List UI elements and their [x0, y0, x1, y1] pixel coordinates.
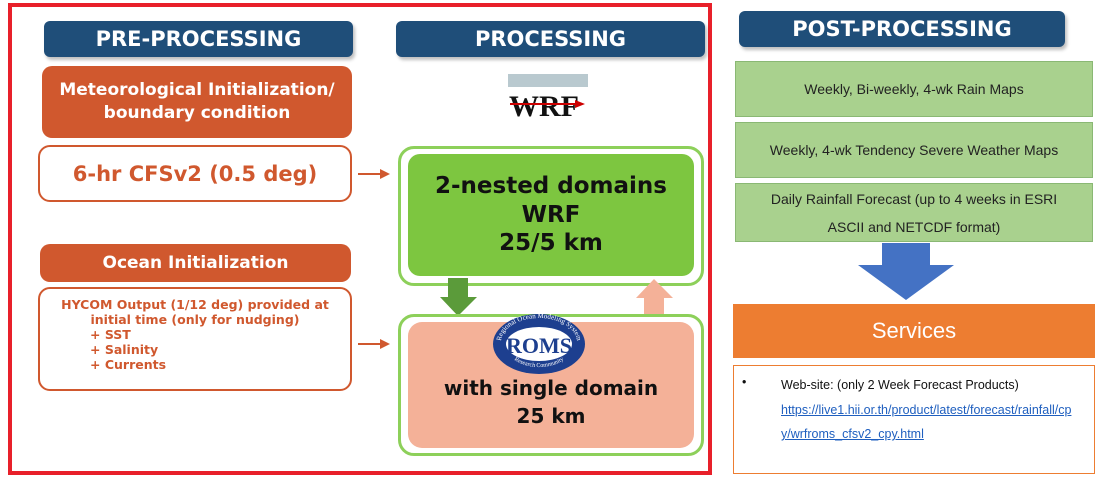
post-item-rain-maps: Weekly, Bi-weekly, 4-wk Rain Maps	[735, 61, 1093, 117]
met-title-line-1: Meteorological Initialization/	[59, 80, 335, 101]
cfsv2-input-box: 6-hr CFSv2 (0.5 deg)	[38, 145, 352, 202]
hycom-item-sst: + SST	[90, 327, 131, 342]
website-label: Web-site: (only 2 Week Forecast Products…	[781, 378, 1019, 392]
roms-to-wrf-arrow	[636, 279, 673, 317]
hycom-to-roms-arrow	[358, 339, 390, 349]
wrf-logo: WRF	[508, 74, 588, 123]
post-item-severe-weather-maps: Weekly, 4-wk Tendency Severe Weather Map…	[735, 122, 1093, 178]
cfs-to-wrf-arrow	[358, 169, 390, 179]
services-title: Services	[871, 318, 957, 343]
roms-line-2: 25 km	[516, 404, 586, 428]
hycom-line-1: HYCOM Output (1/12 deg) provided at	[61, 297, 329, 312]
processing-header-text: PROCESSING	[474, 27, 627, 51]
cfsv2-text: 6-hr CFSv2 (0.5 deg)	[72, 161, 318, 186]
roms-domain-box: with single domain 25 km	[408, 322, 694, 448]
website-link[interactable]: https://live1.hii.or.th/product/latest/f…	[781, 398, 1091, 446]
meteorological-init-box: Meteorological Initialization/ boundary …	[42, 66, 352, 138]
post-item-3-line-2: ASCII and NETCDF format)	[827, 218, 1001, 235]
pre-processing-header: PRE-PROCESSING	[44, 21, 353, 57]
wrf-logo-text: WRF	[509, 90, 579, 123]
bullet-icon: •	[742, 375, 747, 389]
hycom-input-box: HYCOM Output (1/12 deg) provided at init…	[38, 287, 352, 391]
roms-text-block: with single domain 25 km	[408, 374, 694, 430]
ocean-init-title: Ocean Initialization	[102, 253, 289, 273]
post-processing-header: POST-PROCESSING	[739, 11, 1065, 47]
ocean-init-box: Ocean Initialization	[40, 244, 351, 282]
hycom-line-2: initial time (only for nudging)	[90, 312, 300, 327]
website-box: • Web-site: (only 2 Week Forecast Produc…	[733, 365, 1095, 474]
wrf-to-roms-arrow	[440, 278, 477, 316]
post-item-1-text: Weekly, Bi-weekly, 4-wk Rain Maps	[804, 80, 1024, 97]
wrf-domain-box: 2-nested domains WRF 25/5 km	[408, 154, 694, 276]
post-item-3-line-1: Daily Rainfall Forecast (up to 4 weeks i…	[770, 190, 1058, 207]
pre-processing-header-text: PRE-PROCESSING	[95, 27, 302, 51]
wrf-line-2: WRF	[521, 201, 581, 228]
roms-logo: ROMS Regional Ocean Modeling System Rese…	[493, 312, 585, 374]
preprocessing-processing-frame	[8, 3, 712, 475]
services-box: Services	[733, 304, 1095, 358]
post-item-daily-rainfall: Daily Rainfall Forecast (up to 4 weeks i…	[735, 183, 1093, 242]
website-link-line-1[interactable]: https://live1.hii.or.th/product/latest/f…	[781, 403, 1072, 417]
post-processing-header-text: POST-PROCESSING	[792, 17, 1012, 41]
post-item-2-text: Weekly, 4-wk Tendency Severe Weather Map…	[769, 141, 1059, 158]
met-title-line-2: boundary condition	[103, 103, 291, 123]
post-to-services-arrow	[858, 243, 954, 300]
wrf-line-1: 2-nested domains	[435, 172, 667, 199]
roms-line-1: with single domain	[443, 376, 659, 400]
roms-logo-text: ROMS	[506, 333, 572, 358]
hycom-item-currents: + Currents	[90, 357, 167, 372]
processing-header: PROCESSING	[396, 21, 705, 57]
hycom-item-salinity: + Salinity	[90, 342, 159, 357]
website-link-line-2[interactable]: y/wrfroms_cfsv2_cpy.html	[781, 427, 924, 441]
wrf-line-3: 25/5 km	[499, 230, 603, 257]
